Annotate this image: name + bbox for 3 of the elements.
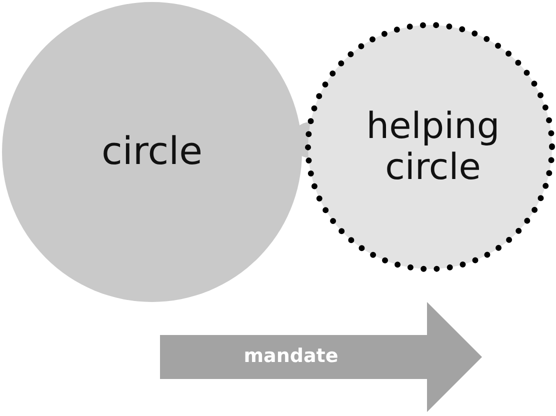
- node-label: circle: [101, 130, 203, 174]
- node-label: helping circle: [365, 106, 501, 188]
- node-label: mandate: [244, 346, 338, 368]
